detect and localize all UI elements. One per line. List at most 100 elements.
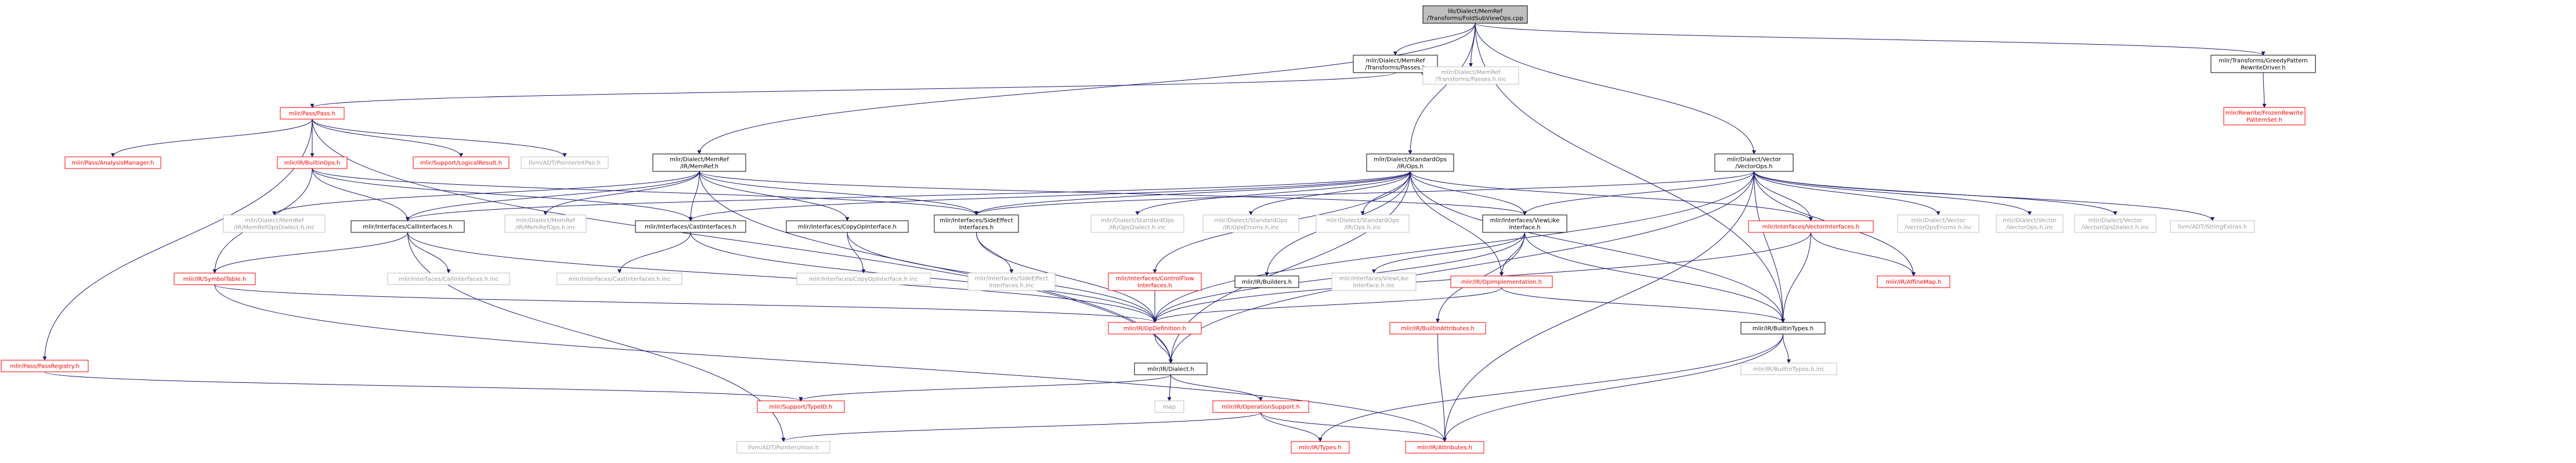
node-box bbox=[1877, 275, 1950, 288]
node-label-line: mlir/Dialect/MemRef bbox=[1366, 58, 1425, 64]
edge-vector_ops-to-vector_ops_inc bbox=[1754, 171, 2032, 216]
node-label-line: mlir/IR/OpDefinition.h bbox=[1123, 326, 1186, 332]
node-memref_h[interactable]: mlir/Dialect/MemRef/IR/MemRef.h bbox=[652, 153, 746, 172]
edge-root-to-vector_ops bbox=[1475, 23, 1756, 155]
node-memref_ops_inc[interactable]: mlir/Dialect/MemRef/IR/MemRefOps.h.inc bbox=[504, 214, 587, 233]
node-box bbox=[1108, 322, 1202, 335]
node-attributes_h[interactable]: mlir/IR/Attributes.h bbox=[1405, 441, 1484, 454]
node-box bbox=[1366, 153, 1454, 172]
edge-symbol_table-to-attributes_h bbox=[214, 284, 1447, 442]
node-pointer_int_pair[interactable]: llvm/ADT/PointerIntPair.h bbox=[521, 156, 609, 169]
node-box bbox=[521, 156, 609, 169]
node-label-line: mlir/Pass/Pass.h bbox=[289, 111, 335, 117]
node-type_id[interactable]: mlir/Support/TypeID.h bbox=[757, 400, 845, 413]
node-label-line: mlir/Interfaces/ControlFlow bbox=[1115, 276, 1194, 282]
node-builtin_types_inc[interactable]: mlir/IR/BuiltinTypes.h.inc bbox=[1740, 362, 1837, 375]
node-call_interfaces[interactable]: mlir/Interfaces/CallInterfaces.h bbox=[351, 220, 465, 233]
node-box bbox=[1996, 214, 2064, 233]
node-symbol_table[interactable]: mlir/IR/SymbolTable.h bbox=[174, 272, 256, 285]
node-box bbox=[2170, 220, 2255, 233]
node-label-line: mlir/Interfaces/ViewLike bbox=[1339, 276, 1409, 282]
node-copy_op_interface_inc[interactable]: mlir/Interfaces/CopyOpInterface.h.inc bbox=[796, 272, 931, 285]
node-label-line: mlir/Dialect/StandardOps bbox=[1374, 157, 1447, 163]
node-memref_ops_dialect_inc[interactable]: mlir/Dialect/MemRef/IR/MemRefOpsDialect.… bbox=[223, 214, 326, 233]
node-vector_ops_enums_inc[interactable]: mlir/Dialect/Vector/VectorOpsEnums.h.inc bbox=[1897, 214, 1979, 233]
node-memref_passes_inc[interactable]: mlir/Dialect/MemRef/Transforms/Passes.h.… bbox=[1422, 66, 1519, 85]
node-label-line: Interfaces.h.inc bbox=[989, 283, 1034, 289]
node-std_ops_inc[interactable]: mlir/Dialect/StandardOps/IR/Ops.h.inc bbox=[1316, 214, 1410, 233]
edge-dialect_h-to-operation_support bbox=[1170, 374, 1263, 401]
node-pass_h[interactable]: mlir/Pass/Pass.h bbox=[280, 107, 345, 120]
node-builtin_attributes[interactable]: mlir/IR/BuiltinAttributes.h bbox=[1389, 322, 1486, 335]
node-pointer_union[interactable]: llvm/ADT/PointerUnion.h bbox=[736, 441, 830, 454]
node-label-line: mlir/Dialect/MemRef bbox=[1441, 70, 1501, 76]
node-std_ops_dialect_inc[interactable]: mlir/Dialect/StandardOps/IR/OpsDialect.h… bbox=[1090, 214, 1184, 233]
node-builtin_ops[interactable]: mlir/IR/BuiltinOps.h bbox=[277, 156, 348, 169]
node-label-line: mlir/Dialect/StandardOps bbox=[1326, 218, 1399, 224]
node-builders[interactable]: mlir/IR/Builders.h bbox=[1234, 275, 1299, 288]
node-cast_interfaces[interactable]: mlir/Interfaces/CastInterfaces.h bbox=[635, 220, 746, 233]
edge-side_effect_interfaces-to-op_definition bbox=[976, 232, 1157, 323]
edge-greedy_driver-to-frozen_rewrite bbox=[2262, 72, 2267, 108]
node-box bbox=[2074, 214, 2156, 233]
edge-vector_ops-to-view_like_interface bbox=[1523, 171, 1754, 216]
node-dialect_h[interactable]: mlir/IR/Dialect.h bbox=[1134, 362, 1208, 375]
edge-memref_h-to-side_effect_interfaces bbox=[699, 171, 978, 216]
edge-vector_ops-to-string_extras bbox=[1754, 171, 2214, 221]
node-vector_ops[interactable]: mlir/Dialect/Vector/VectorOps.h bbox=[1714, 153, 1794, 172]
node-vector_interfaces[interactable]: mlir/Interfaces/VectorInterfaces.h bbox=[1748, 220, 1874, 233]
node-cast_interfaces_inc[interactable]: mlir/Interfaces/CastInterfaces.h.inc bbox=[557, 272, 682, 285]
node-operation_support[interactable]: mlir/IR/OperationSupport.h bbox=[1212, 400, 1309, 413]
node-label-line: mlir/Pass/AnalysisManager.h bbox=[72, 160, 154, 167]
node-builtin_types[interactable]: mlir/IR/BuiltinTypes.h bbox=[1740, 322, 1826, 335]
node-box bbox=[1422, 5, 1528, 24]
node-label-line: mlir/IR/SymbolTable.h bbox=[183, 277, 247, 283]
node-copy_op_interface[interactable]: mlir/Interfaces/CopyOpInterface.h bbox=[786, 220, 909, 233]
node-logical_result[interactable]: mlir/Support/LogicalResult.h bbox=[413, 156, 510, 169]
node-box bbox=[1450, 275, 1553, 288]
node-greedy_driver[interactable]: mlir/Transforms/GreedyPatternRewriteDriv… bbox=[2210, 55, 2316, 73]
node-box bbox=[1, 360, 89, 372]
node-box bbox=[387, 272, 510, 285]
node-box bbox=[223, 214, 326, 233]
node-box bbox=[967, 272, 1056, 291]
node-standard_ops[interactable]: mlir/Dialect/StandardOps/IR/Ops.h bbox=[1366, 153, 1454, 172]
node-call_interfaces_inc[interactable]: mlir/Interfaces/CallInterfaces.h.inc bbox=[387, 272, 510, 285]
edge-call_interfaces-to-op_definition bbox=[407, 232, 1157, 323]
node-label-line: mlir/Dialect/Vector bbox=[1912, 218, 1966, 224]
node-vector_ops_dialect_inc[interactable]: mlir/Dialect/Vector/VectorOpsDialect.h.i… bbox=[2074, 214, 2156, 233]
node-label-line: mlir/Dialect/Vector bbox=[2003, 218, 2057, 224]
node-vector_ops_inc[interactable]: mlir/Dialect/Vector/VectorOps.h.inc bbox=[1996, 214, 2064, 233]
edge-symbol_table-to-op_definition bbox=[214, 284, 1157, 323]
node-label-line: mlir/IR/BuiltinAttributes.h bbox=[1401, 326, 1475, 332]
node-std_ops_enums_inc[interactable]: mlir/Dialect/StandardOps/IR/OpsEnums.h.i… bbox=[1202, 214, 1299, 233]
edge-vector_ops-to-side_effect_interfaces bbox=[974, 171, 1754, 216]
edge-call_interfaces-to-call_interfaces_inc bbox=[407, 232, 451, 274]
node-op_implementation[interactable]: mlir/IR/OpImplementation.h bbox=[1450, 275, 1553, 288]
edge-operation_support-to-pointer_union bbox=[781, 412, 1261, 442]
node-types_h[interactable]: mlir/IR/Types.h bbox=[1291, 441, 1350, 454]
node-label-line: /VectorOps.h.inc bbox=[2006, 225, 2054, 231]
node-label-line: PatternSet.h bbox=[2246, 117, 2282, 124]
node-label-line: Interface.h.inc bbox=[1353, 283, 1394, 289]
edge-root-to-greedy_driver bbox=[1475, 23, 2266, 56]
node-op_definition[interactable]: mlir/IR/OpDefinition.h bbox=[1108, 322, 1202, 335]
node-string_extras[interactable]: llvm/ADT/StringExtras.h bbox=[2170, 220, 2255, 233]
node-analysis_manager[interactable]: mlir/Pass/AnalysisManager.h bbox=[64, 156, 161, 169]
node-pass_registry[interactable]: mlir/Pass/PassRegistry.h bbox=[1, 360, 89, 372]
node-label-line: /IR/OpsDialect.h.inc bbox=[1109, 225, 1166, 231]
node-label-line: mlir/Interfaces/CopyOpInterface.h bbox=[798, 224, 897, 231]
node-label-line: mlir/IR/OpImplementation.h bbox=[1461, 279, 1542, 286]
node-side_effect_interfaces_inc[interactable]: mlir/Interfaces/SideEffectInterfaces.h.i… bbox=[967, 272, 1056, 291]
node-affine_map[interactable]: mlir/IR/AffineMap.h bbox=[1877, 275, 1950, 288]
edge-memref_h-to-cast_interfaces bbox=[688, 171, 700, 221]
node-label-line: mlir/Transforms/GreedyPattern bbox=[2219, 58, 2307, 64]
node-map[interactable]: map bbox=[1154, 400, 1184, 413]
node-label-line: /VectorOpsDialect.h.inc bbox=[2082, 225, 2149, 231]
